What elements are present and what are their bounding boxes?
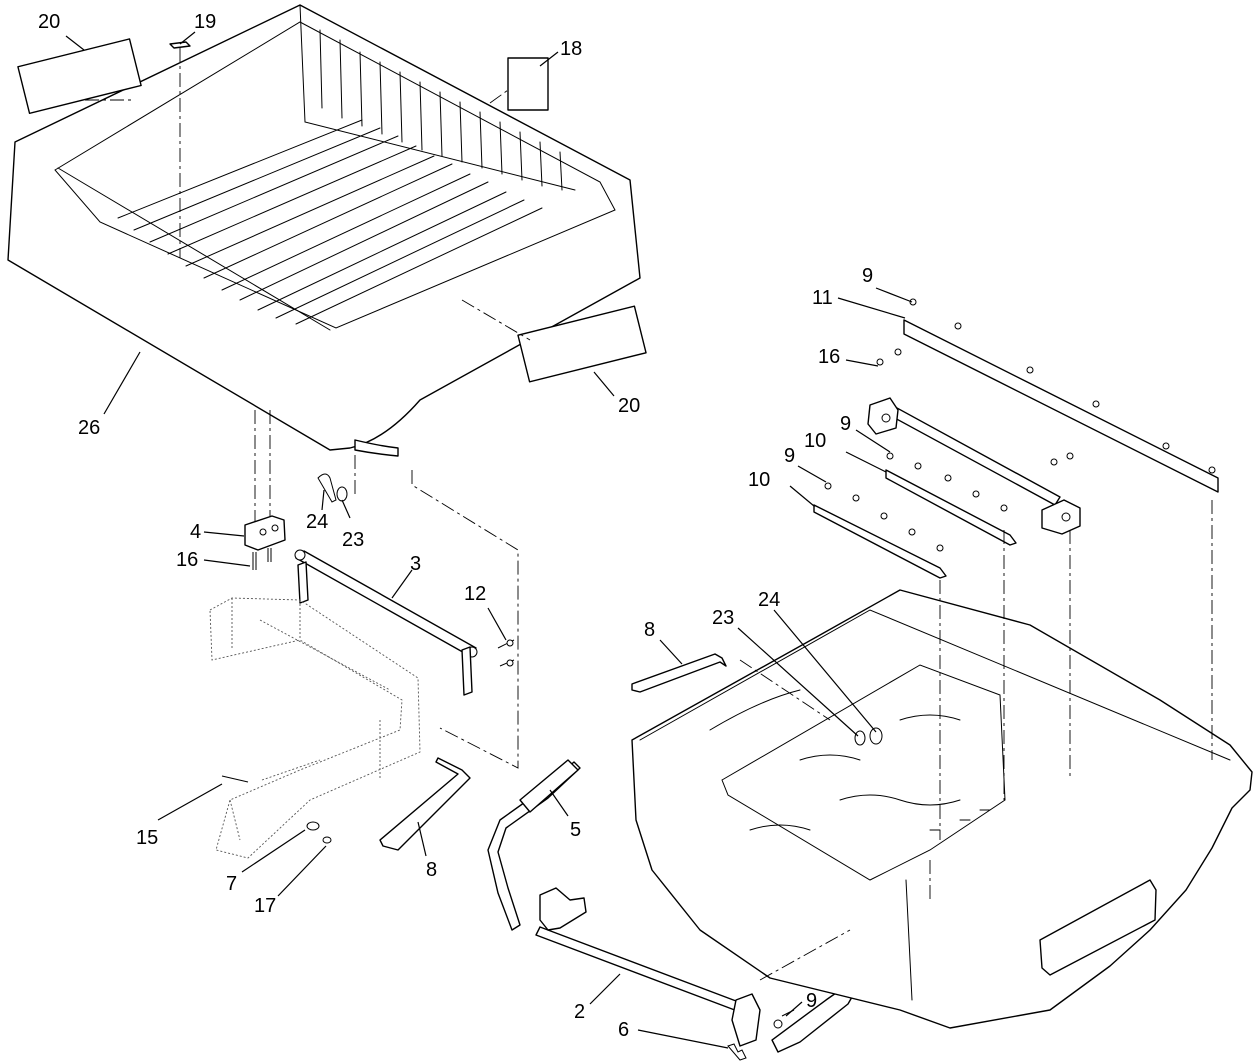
callout-10-lower: 10 [748, 469, 770, 491]
callout-24-right: 24 [758, 589, 780, 611]
decal-rear-left [17, 38, 142, 115]
callout-20-top-left: 20 [38, 11, 60, 33]
callout-3: 3 [410, 553, 421, 575]
callout-labels: 20 19 18 20 26 9 11 16 9 10 9 10 4 24 23… [38, 11, 873, 1041]
rod-8-left [379, 757, 471, 851]
hinge-rod-16 [867, 397, 1081, 535]
callout-9-mid: 9 [840, 413, 851, 435]
callout-5: 5 [570, 819, 581, 841]
callout-11: 11 [812, 287, 833, 309]
fasteners-group [824, 298, 1216, 552]
hinge-bar-10-upper [885, 469, 1017, 546]
decal-back [507, 57, 549, 111]
hinge-bar-10-lower [813, 504, 947, 579]
callout-9-top: 9 [862, 265, 873, 287]
callout-2: 2 [574, 1001, 585, 1023]
seat-pan-base [631, 589, 1253, 1029]
callout-24-left: 24 [306, 511, 328, 533]
seat-cover-part [7, 4, 641, 457]
callout-8-right: 8 [644, 619, 655, 641]
spacer-7-spring-17 [306, 821, 332, 844]
latch-pin-24 [317, 473, 348, 503]
seat-ribs [117, 119, 543, 325]
callout-15: 15 [136, 827, 158, 849]
hinge-bar-11 [903, 319, 1219, 493]
leader-lines [65, 31, 913, 1049]
callout-9-low: 9 [784, 445, 795, 467]
bolt-12 [497, 639, 515, 667]
callout-20-front: 20 [618, 395, 640, 417]
callout-17: 17 [254, 895, 276, 917]
callout-16-left: 16 [176, 549, 198, 571]
callout-8-left: 8 [426, 859, 437, 881]
callout-16-right: 16 [818, 346, 840, 368]
callout-23-right: 23 [712, 607, 734, 629]
callout-12: 12 [464, 583, 486, 605]
decal-front [517, 305, 647, 383]
latch-pin-24-right [854, 727, 883, 746]
callout-23-left: 23 [342, 529, 364, 551]
callout-9-bottom: 9 [806, 990, 817, 1012]
callout-26: 26 [78, 417, 100, 439]
callout-18: 18 [560, 38, 582, 60]
hinge-bracket-4 [244, 515, 286, 570]
clip-19 [169, 41, 191, 49]
seat-back-slats [319, 29, 563, 191]
callout-4: 4 [190, 521, 201, 543]
frame-weldment-ghost [209, 597, 421, 859]
handle-rod-5 [487, 759, 581, 931]
callout-6: 6 [618, 1019, 629, 1041]
callout-10-upper: 10 [804, 430, 826, 452]
callout-19: 19 [194, 11, 216, 33]
bolt-15 [221, 775, 249, 783]
rod-8-right [631, 653, 727, 693]
pivot-rod-3 [294, 549, 478, 696]
spring-6 [727, 1043, 747, 1061]
callout-7: 7 [226, 873, 237, 895]
